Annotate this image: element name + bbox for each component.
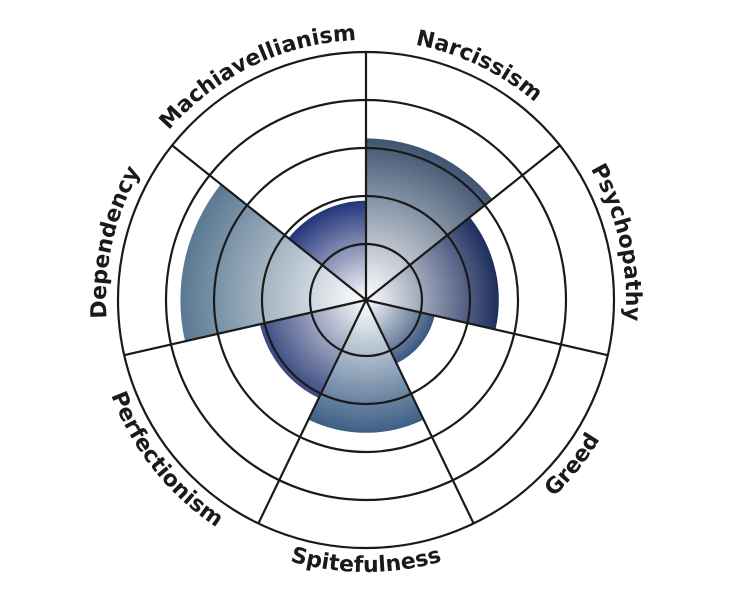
wedge-psychopathy [366, 217, 499, 330]
wedge-machiavellianism [288, 200, 366, 300]
wedge-dependency [180, 184, 366, 342]
grid-spoke [257, 299, 367, 524]
wedges [180, 138, 499, 433]
grid-spoke [365, 144, 561, 301]
category-label: Perfectionism [105, 388, 227, 532]
wedge-perfectionism [259, 300, 366, 399]
grid-spoke [171, 144, 367, 301]
grid-spoke [365, 299, 475, 524]
category-label: Narcissism [414, 26, 547, 107]
category-label: Psychopathy [585, 160, 645, 322]
grid-spoke [365, 298, 609, 357]
category-label: Dependency [87, 162, 146, 319]
wedge-greed [366, 300, 435, 364]
wedge-narcissism [366, 138, 493, 300]
grid [116, 50, 616, 550]
grid-spoke [123, 298, 367, 357]
